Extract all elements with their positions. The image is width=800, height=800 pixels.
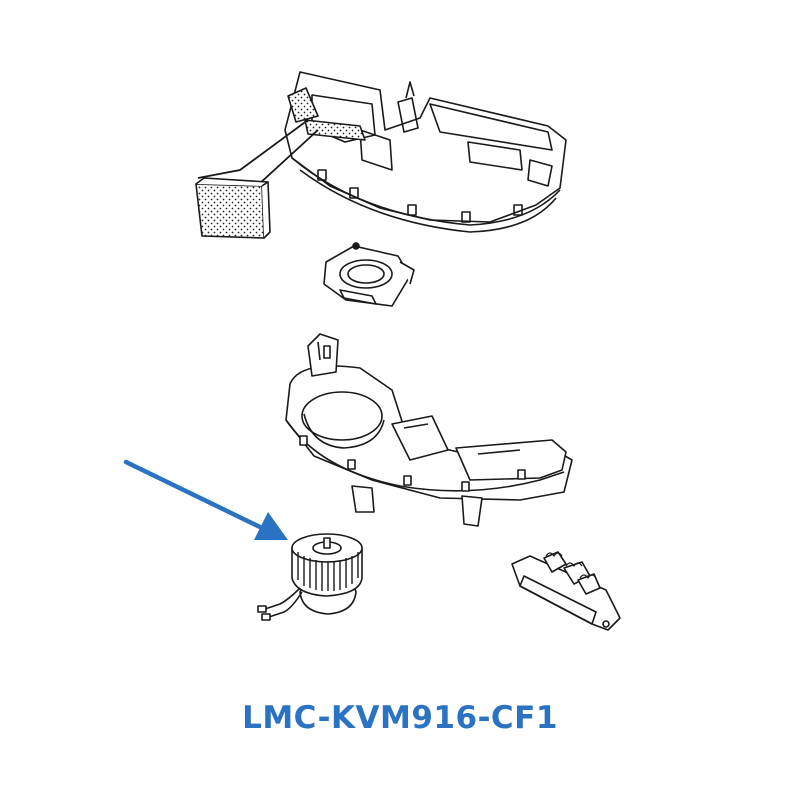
part-code-label: LMC-KVM916-CF1	[242, 700, 558, 736]
upper-housing	[284, 71, 567, 233]
lower-housing	[285, 333, 573, 527]
pollen-filter	[195, 177, 271, 239]
motor-mount-ring	[323, 242, 415, 307]
pointer-arrow	[123, 459, 288, 540]
blower-motor	[257, 533, 363, 621]
resistor-pack	[511, 551, 621, 631]
